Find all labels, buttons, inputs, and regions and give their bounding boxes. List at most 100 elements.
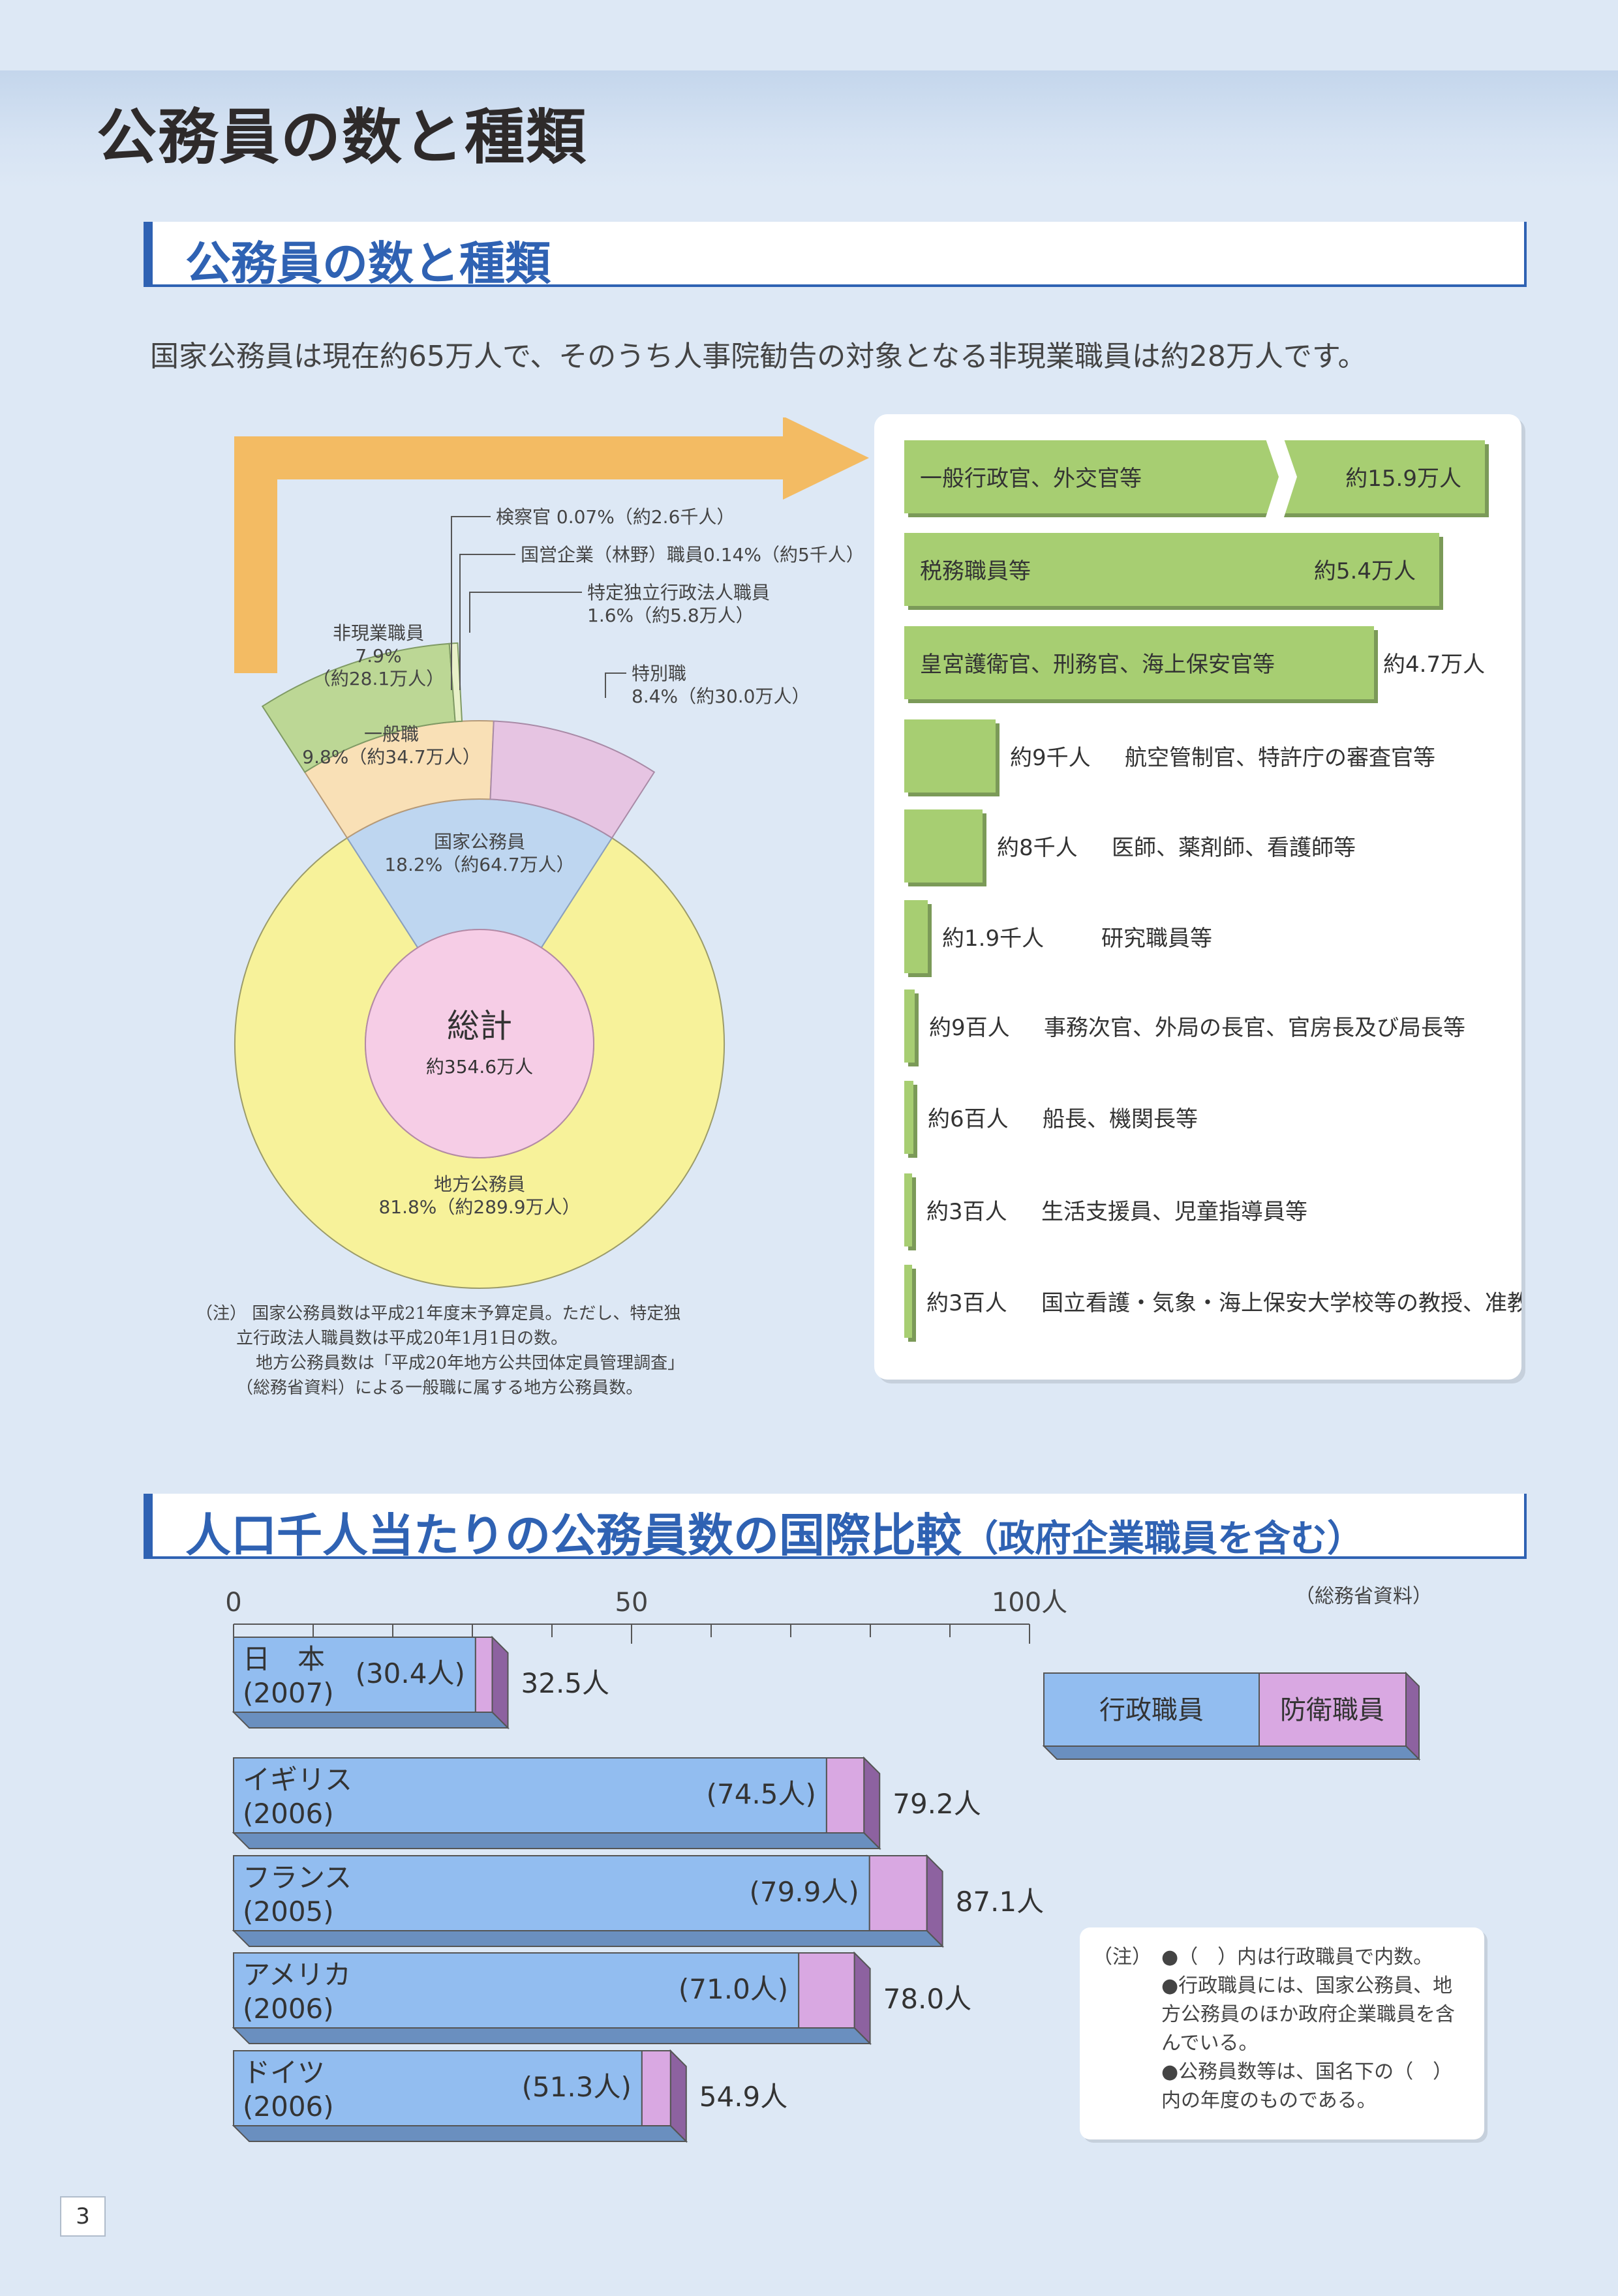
total-value-label: 54.9人 <box>699 2081 788 2113</box>
bar-category-label: 医師、薬剤師、看護師等 <box>1112 835 1356 861</box>
label-nonfield-amount: （約28.1万人） <box>313 668 444 689</box>
country-year: (2006) <box>243 2091 334 2122</box>
note-line: ●（ ）内は行政職員で内数。 <box>1161 1946 1433 1969</box>
bar-depth-side <box>926 1854 943 1948</box>
bar-depth-bottom <box>232 1712 510 1729</box>
section-2-subtitle: （政府企業職員を含む） <box>962 1518 1364 1560</box>
bar-category-label: 一般行政官、外交官等 <box>920 466 1142 492</box>
donut-note-line: （総務省資料）による一般職に属する地方公務員数。 <box>236 1378 643 1398</box>
page-title: 公務員の数と種類 <box>97 102 588 172</box>
bar-amount-label: 約4.7万人 <box>1383 652 1485 678</box>
bar-depth-side <box>853 1951 871 2046</box>
country-year: (2006) <box>243 1993 334 2025</box>
legend-depth-bottom <box>1042 1745 1421 1760</box>
country-name: フランス <box>243 1862 352 1894</box>
section-2-title-text: 人口千人当たりの公務員数の国際比較 <box>185 1509 962 1562</box>
admin-value-label: (71.0人) <box>679 1973 788 2005</box>
comparison-notes: （注） ●（ ）内は行政職員で内数。 ●行政職員には、国家公務員、地方公務員のほか… <box>1080 1927 1484 2139</box>
bar-break-mark <box>1266 439 1297 517</box>
bar-nonfield <box>904 626 1374 699</box>
bar-admin <box>233 2050 643 2126</box>
notes-label: （注） <box>1093 1946 1152 1969</box>
legend-admin-label: 行政職員 <box>1099 1695 1204 1725</box>
bar-admin <box>233 1757 827 1834</box>
country-name: アメリカ <box>243 1959 351 1991</box>
section-2-source: （総務省資料） <box>1295 1585 1432 1608</box>
note-line: ●行政職員には、国家公務員、地方公務員のほか政府企業職員を含んでいる。 <box>1161 1974 1455 2055</box>
donut-center <box>365 929 594 1158</box>
label-local-value: 81.8%（約289.9万人） <box>378 1196 580 1218</box>
total-value-label: 32.5人 <box>521 1667 610 1699</box>
bar-amount-label: 約15.9万人 <box>1345 466 1461 492</box>
total-value-label: 79.2人 <box>893 1788 981 1820</box>
section-1-lead: 国家公務員は現在約65万人で、そのうち人事院勧告の対象となる非現業職員は約28万… <box>150 340 1367 373</box>
bar-nonfield <box>904 989 915 1063</box>
band-special <box>489 720 656 839</box>
bar-nonfield <box>904 533 1439 606</box>
bar-amount-label: 約5.4万人 <box>1314 558 1416 584</box>
section-1-title: 公務員の数と種類 <box>185 237 551 290</box>
bar-depth-side <box>669 2049 687 2143</box>
flow-arrow-shaft <box>234 436 816 673</box>
section-2-title: 人口千人当たりの公務員数の国際比較（政府企業職員を含む） <box>185 1499 1364 1565</box>
note-line: ●公務員数等は、国名下の（ ）内の年度のものである。 <box>1161 2061 1453 2112</box>
country-year: (2007) <box>243 1677 334 1709</box>
donut-note-line: 立行政法人職員数は平成20年1月1日の数。 <box>236 1329 568 1348</box>
bar-category-label: 生活支援員、児童指導員等 <box>1041 1199 1307 1225</box>
bar-depth-side <box>491 1635 509 1730</box>
bar-amount-label: 約1.9千人 <box>942 926 1044 952</box>
bar-nonfield <box>904 440 1485 513</box>
bar-nonfield <box>904 809 983 883</box>
bar-category-label: 航空管制官、特許庁の審査官等 <box>1125 745 1435 771</box>
nonfield-breakdown-chart: 一般行政官、外交官等約15.9万人税務職員等約5.4万人皇宮護衛官、刑務官、海上… <box>904 439 1521 1342</box>
bar-depth-bottom <box>232 2125 688 2142</box>
bar-category-label: 事務次官、外局の長官、官房長及び局長等 <box>1044 1015 1465 1041</box>
section-1-header: 公務員の数と種類 <box>144 222 1527 290</box>
admin-value-label: (51.3人) <box>522 2071 632 2103</box>
total-value-label: 78.0人 <box>883 1983 972 2015</box>
center-label: 総計 <box>447 1007 512 1045</box>
bar-depth-bottom <box>232 2027 872 2044</box>
label-general-value: 9.8%（約34.7万人） <box>302 746 480 768</box>
label-national-name: 国家公務員 <box>434 831 525 853</box>
bar-nonfield <box>904 1173 912 1246</box>
bar-nonfield <box>904 1081 913 1154</box>
label-national-value: 18.2%（約64.7万人） <box>384 854 574 875</box>
bar-nonfield <box>904 719 996 793</box>
legend-admin-swatch <box>1043 1672 1260 1747</box>
label-forestry: 国営企業（林野）職員0.14%（約5千人） <box>521 544 864 566</box>
label-nonfield-name: 非現業職員 <box>333 622 424 644</box>
donut-notes: （注） 国家公務員数は平成21年度末予算定員。ただし、特定独 立行政法人職員数は… <box>196 1301 783 1400</box>
bar-depth-bottom <box>232 1832 881 1849</box>
legend-defense-label: 防衛職員 <box>1280 1695 1384 1725</box>
x-tick-label: 0 <box>225 1588 241 1618</box>
nonfield-breakdown-panel: 一般行政官、外交官等約15.9万人税務職員等約5.4万人皇宮護衛官、刑務官、海上… <box>874 414 1521 1380</box>
section-2-header: 人口千人当たりの公務員数の国際比較（政府企業職員を含む） <box>144 1494 1527 1562</box>
donut-note-line: （注） 国家公務員数は平成21年度末予算定員。ただし、特定独 <box>196 1304 681 1323</box>
total-value-label: 87.1人 <box>956 1886 1045 1918</box>
label-special-value: 8.4%（約30.0万人） <box>632 686 810 707</box>
bar-depth-side <box>863 1756 881 1850</box>
country-name: ドイツ <box>243 2057 325 2089</box>
admin-value-label: (30.4人) <box>356 1657 465 1689</box>
bar-defense <box>825 1757 865 1834</box>
admin-value-label: (74.5人) <box>707 1778 816 1810</box>
bar-amount-label: 約8千人 <box>997 835 1078 861</box>
label-independent-value: 1.6%（約5.8万人） <box>587 605 754 626</box>
bar-category-label: 税務職員等 <box>920 558 1031 584</box>
label-special-name: 特別職 <box>632 663 686 684</box>
page-number: 3 <box>60 2196 106 2237</box>
bar-category-label: 国立看護・気象・海上保安大学校等の教授、准教授等 <box>1041 1290 1521 1316</box>
bar-depth-bottom <box>232 1930 945 1947</box>
bar-defense <box>641 2050 671 2126</box>
bar-amount-label: 約3百人 <box>926 1199 1007 1225</box>
country-year: (2006) <box>243 1798 334 1830</box>
bar-amount-label: 約3百人 <box>926 1290 1007 1316</box>
bar-category-label: 船長、機関長等 <box>1043 1106 1198 1132</box>
country-name: 日 本 <box>243 1643 325 1675</box>
x-tick-label: 100人 <box>992 1588 1067 1618</box>
donut-note-line: 地方公務員数は「平成20年地方公共団体定員管理調査」 <box>256 1353 685 1373</box>
country-year: (2005) <box>243 1896 334 1927</box>
bar-admin <box>233 1952 800 2029</box>
label-local-name: 地方公務員 <box>434 1173 525 1195</box>
